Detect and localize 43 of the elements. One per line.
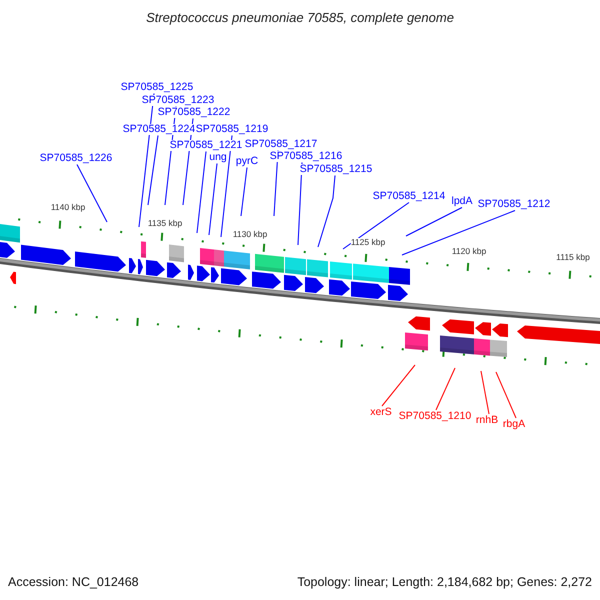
gene-label: ung (208, 152, 228, 162)
leader-line (382, 364, 416, 406)
gene-label: SP70585_1225 (120, 82, 194, 92)
gene-label: SP70585_1221 (168, 140, 244, 150)
gene-label: SP70585_1226 (38, 153, 114, 164)
leader-line (298, 162, 302, 246)
leader-line (196, 151, 206, 234)
leader-line (148, 135, 158, 206)
gene-label: SP70585_1219 (194, 124, 270, 134)
footer-text: Accession: NC_012468 (8, 576, 139, 588)
leader-line (402, 210, 516, 256)
leader-line (76, 164, 108, 222)
leader-line (220, 135, 232, 238)
gene-label: xerS (369, 407, 393, 418)
leader-line (436, 368, 456, 410)
gene-label: rbgA (502, 419, 526, 430)
gene-label: SP70585_1217 (244, 139, 318, 150)
scale-label: 1130 kbp (232, 230, 268, 238)
scale-label: 1140 kbp (50, 203, 86, 212)
gene-label: lpdA (450, 196, 474, 206)
scale-label: 1115 kbp (556, 253, 590, 262)
leader-line (208, 163, 218, 236)
gene-label: SP70585_1224 (122, 124, 196, 134)
leader-line (240, 167, 248, 216)
map-title: Streptococcus pneumoniae 70585, complete genome (145, 11, 455, 24)
gene-label: SP70585_1210 (398, 411, 472, 422)
leader-line (480, 370, 490, 414)
gene-label: pyrC (234, 156, 260, 166)
gene-label: SP70585_1214 (372, 191, 446, 202)
gene-label: SP70585_1215 (298, 164, 374, 174)
gene-label: SP70585_1222 (156, 107, 232, 118)
gene-label: SP70585_1223 (140, 95, 216, 106)
gene-label: SP70585_1216 (268, 151, 344, 162)
leader-line (318, 175, 336, 248)
scale-label: 1135 kbp (148, 219, 182, 228)
leader-line (406, 207, 462, 236)
leader-line (496, 372, 516, 418)
scale-label: 1120 kbp (452, 247, 486, 256)
footer-text: Topology: linear; Length: 2,184,682 bp; Genes: 2,272 (297, 576, 592, 588)
scale-label: 1125 kbp (350, 238, 386, 246)
gene-label: SP70585_1212 (476, 199, 552, 210)
gene-label: rnhB (474, 415, 500, 426)
leader-line (342, 202, 410, 250)
